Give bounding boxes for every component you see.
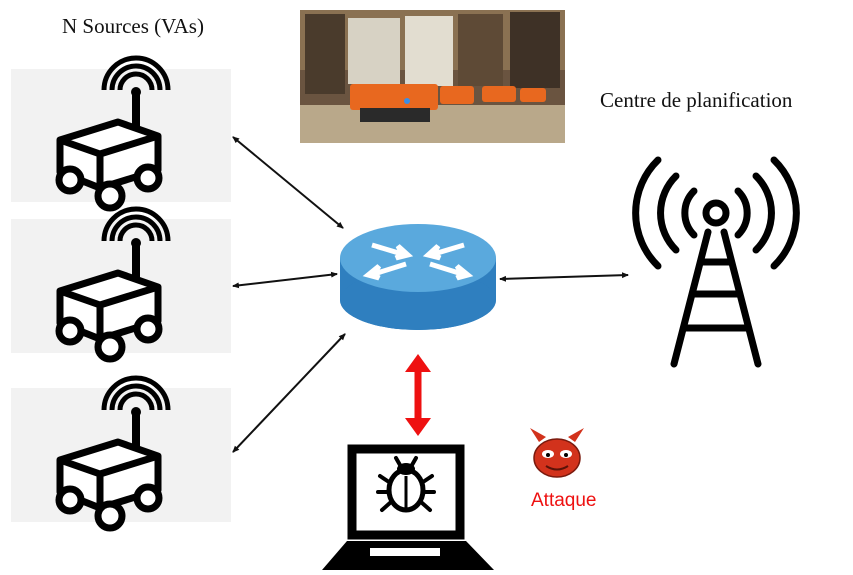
router-icon: [340, 224, 496, 330]
vehicle-icon-3: [59, 378, 168, 528]
link-vehicle1-router: [232, 136, 344, 229]
attack-arrow: [405, 354, 431, 436]
sources-title: N Sources (VAs): [62, 14, 204, 38]
link-vehicle2-router: [232, 271, 338, 289]
link-router-center: [499, 272, 629, 282]
attacker-laptop-icon: [322, 444, 494, 570]
planning-center-antenna-icon: [632, 156, 800, 368]
link-vehicle3-router: [232, 333, 346, 453]
attack-label: Attaque: [531, 490, 597, 511]
vehicle-icon-2: [59, 209, 168, 359]
devil-icon: [530, 428, 584, 478]
bug-icon: [376, 456, 436, 513]
vehicle-icon-1: [59, 58, 168, 208]
planning-center-title: Centre de planification: [600, 88, 793, 112]
warehouse-photo: [300, 10, 565, 143]
